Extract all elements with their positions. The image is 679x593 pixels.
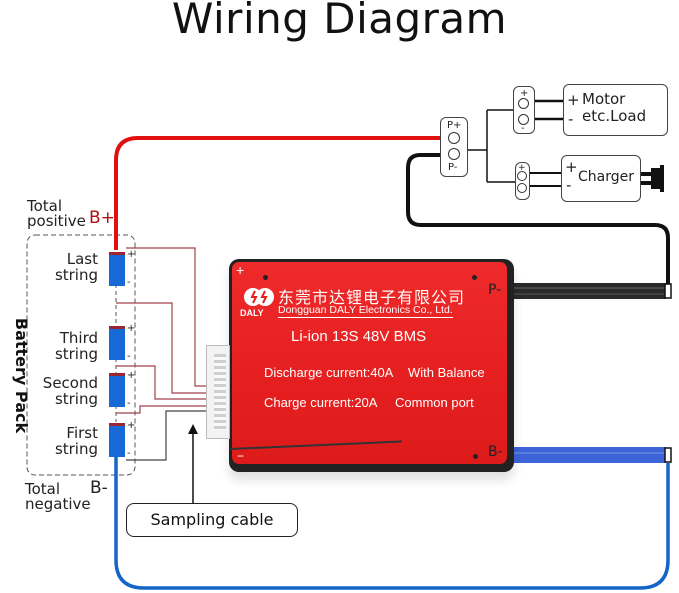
diagram-title: Wiring Diagram <box>171 0 508 43</box>
total-negative-label: Total negative <box>25 480 91 513</box>
port-type: Common port <box>395 395 474 410</box>
company-name-cn: 东莞市达锂电子有限公司 <box>278 290 466 307</box>
load-terminal-minus: - <box>521 123 525 134</box>
battery-pack-outline <box>26 234 136 476</box>
load-box: + - Motor etc.Load <box>563 84 668 136</box>
bms-p-minus-label: P- <box>488 282 502 298</box>
b-minus-terminal-label: B- <box>90 478 108 498</box>
power-plug-icon <box>641 165 664 192</box>
company-name-en: Dongguan DALY Electronics Co., Ltd. <box>278 304 453 318</box>
bms-model: Li-ion 13S 48V BMS <box>291 328 427 345</box>
sampling-wire-ground <box>126 410 206 461</box>
temp-sensor-wire <box>229 440 402 450</box>
charger-plus-terminal[interactable] <box>517 171 527 181</box>
cell-minus-mark: - <box>127 448 131 459</box>
p-minus-terminal[interactable] <box>448 148 460 160</box>
load-label-line2: etc.Load <box>582 107 647 125</box>
b-minus-cable <box>514 447 666 463</box>
mount-hole <box>473 454 478 459</box>
load-label-line1: Motor <box>582 90 626 108</box>
cell-first <box>109 423 125 457</box>
load-plus-terminal[interactable] <box>518 98 529 109</box>
bms-minus-mark: − <box>237 449 245 463</box>
battery-pack-label: Battery Pack <box>12 317 32 434</box>
balance-feature: With Balance <box>408 365 485 380</box>
positive-wire <box>114 136 448 250</box>
p-minus-label: P- <box>448 162 458 173</box>
charger-minus-terminal[interactable] <box>517 183 527 193</box>
sampling-cable-callout: Sampling cable <box>126 503 298 537</box>
charge-current: Charge current:20A <box>264 395 378 410</box>
load-terminal-block: + - <box>513 86 535 134</box>
negative-wire <box>114 455 670 590</box>
charger-minus-mark: - <box>566 176 572 194</box>
cell-minus-mark: - <box>127 277 131 288</box>
sampling-connector[interactable] <box>206 345 230 439</box>
p-plus-terminal[interactable] <box>448 132 460 144</box>
mount-hole <box>472 275 477 280</box>
daly-brand: DALY <box>240 308 264 318</box>
bms-b-minus-label: B- <box>488 444 503 460</box>
load-minus-mark: - <box>568 110 574 128</box>
mount-hole <box>263 275 268 280</box>
load-minus-terminal[interactable] <box>518 114 529 125</box>
sampling-wires <box>116 247 206 414</box>
charger-terminal-plus: + <box>518 163 526 173</box>
bms-board: + DALY 东莞市达锂电子有限公司 Dongguan DALY Electro… <box>229 259 514 472</box>
load-terminal-plus: + <box>520 88 529 99</box>
total-positive-label: Total positive <box>27 197 86 230</box>
p-plus-label: P+ <box>447 120 462 131</box>
cell-second <box>109 373 125 407</box>
p-minus-wire <box>406 153 670 285</box>
charger-plus-mark: + <box>565 158 578 176</box>
charger-terminal-block: + <box>515 162 530 200</box>
cell-minus-mark: - <box>127 351 131 362</box>
cell-plus-mark: + <box>127 249 136 260</box>
cell-plus-mark: + <box>127 420 136 431</box>
cell-minus-mark: - <box>127 398 131 409</box>
p-minus-cable <box>514 283 666 299</box>
bms-face: + DALY 东莞市达锂电子有限公司 Dongguan DALY Electro… <box>229 262 507 464</box>
output-terminal-block: P+ P- <box>440 117 468 177</box>
cell-plus-mark: + <box>127 323 136 334</box>
cell-last <box>109 252 125 286</box>
charger-label: Charger <box>578 169 634 185</box>
bms-plus-mark: + <box>236 262 245 278</box>
cell-third <box>109 326 125 360</box>
charger-box: + - Charger <box>561 155 641 202</box>
daly-logo-icon <box>244 288 274 306</box>
b-plus-terminal-label: B+ <box>89 208 115 228</box>
discharge-current: Discharge current:40A <box>264 365 394 380</box>
load-plus-mark: + <box>567 91 580 109</box>
cell-plus-mark: + <box>127 370 136 381</box>
